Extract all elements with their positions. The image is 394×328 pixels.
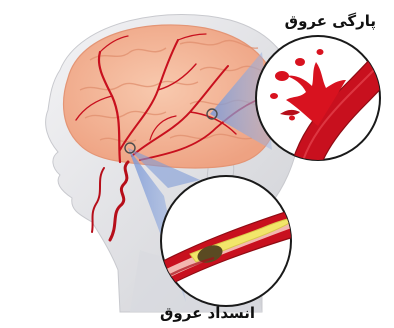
rupture-label: پارگی عروق [285,14,376,29]
blockage-label: انسداد عروق [160,306,255,321]
